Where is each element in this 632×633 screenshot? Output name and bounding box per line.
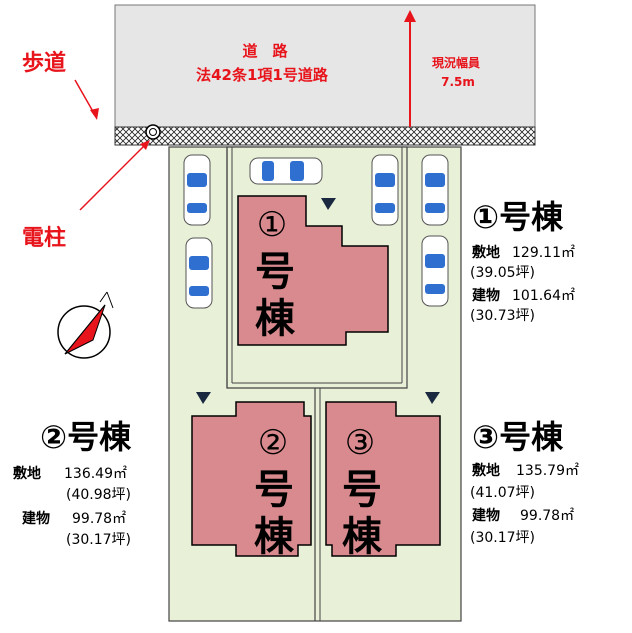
lot-1-site-tsubo: (39.05坪) — [470, 265, 535, 281]
lot-2-bldg-tsubo: (30.17坪) — [66, 532, 131, 548]
lot-3-site-tsubo: (41.07坪) — [470, 485, 535, 501]
house-2-char2: 棟 — [254, 514, 295, 560]
compass-icon — [57, 291, 114, 359]
car-icon — [249, 157, 323, 185]
utility-pole-arrow — [79, 141, 149, 211]
house-1 — [237, 195, 389, 346]
entrance-1-icon — [321, 198, 336, 210]
lot-2-site-tsubo: (40.98坪) — [66, 487, 131, 503]
lot-2-bldg-area: 99.78㎡ — [72, 511, 126, 527]
lot-3-bldg-area: 99.78㎡ — [520, 508, 574, 524]
lot-3-site-label: 敷地 — [472, 462, 500, 479]
car-icon — [421, 154, 449, 226]
house-2 — [191, 401, 312, 557]
road-width-label: 現況幅員 — [432, 55, 480, 70]
lot-3-bldg-tsubo: (30.17坪) — [470, 530, 535, 546]
house-3-char2: 棟 — [342, 514, 383, 560]
lot-3-site-area: 135.79㎡ — [516, 463, 579, 479]
road-area — [114, 4, 536, 128]
lot-3-bldg-label: 建物 — [472, 507, 500, 524]
lot-2-site-area: 136.49㎡ — [64, 466, 127, 482]
lot-2-site-label: 敷地 — [13, 465, 41, 482]
entrance-3-icon — [425, 392, 440, 404]
lot-1-bldg-area: 101.64㎡ — [512, 288, 575, 304]
lot-1-title: ①号棟 — [472, 198, 564, 236]
road-width-value: 7.5m — [441, 75, 475, 89]
lot-1-bldg-tsubo: (30.73坪) — [470, 308, 535, 324]
house-3-char1: 号 — [342, 467, 382, 513]
house-1-number: ① — [257, 205, 287, 245]
sidewalk-label: 歩道 — [22, 50, 66, 76]
car-icon — [371, 154, 399, 226]
road-title: 道 路 — [242, 42, 288, 60]
road-width-arrowhead — [404, 10, 416, 22]
car-icon — [421, 235, 449, 307]
lot-3-title: ③号棟 — [472, 418, 564, 456]
house-1-char2: 棟 — [255, 296, 296, 342]
lot-1-site-label: 敷地 — [472, 244, 500, 261]
sidewalk-strip — [114, 126, 536, 146]
utility-pole-icon — [145, 124, 161, 140]
lot-2-title: ②号棟 — [40, 418, 132, 456]
house-2-number: ② — [258, 423, 288, 463]
house-1-char1: 号 — [255, 249, 295, 295]
car-icon — [183, 154, 211, 226]
lot-1-site-area: 129.11㎡ — [512, 245, 575, 261]
house-3-number: ③ — [345, 423, 375, 463]
sidewalk-arrow — [74, 79, 96, 116]
lot-2-bldg-label: 建物 — [22, 510, 50, 527]
road-subtitle: 法42条1項1号道路 — [196, 66, 329, 84]
lot-1-bldg-label: 建物 — [472, 287, 500, 304]
utility-pole-label: 電柱 — [22, 226, 66, 251]
entrance-2-icon — [196, 392, 211, 404]
house-3 — [325, 401, 441, 557]
house-2-char1: 号 — [254, 467, 294, 513]
car-icon — [185, 237, 213, 309]
